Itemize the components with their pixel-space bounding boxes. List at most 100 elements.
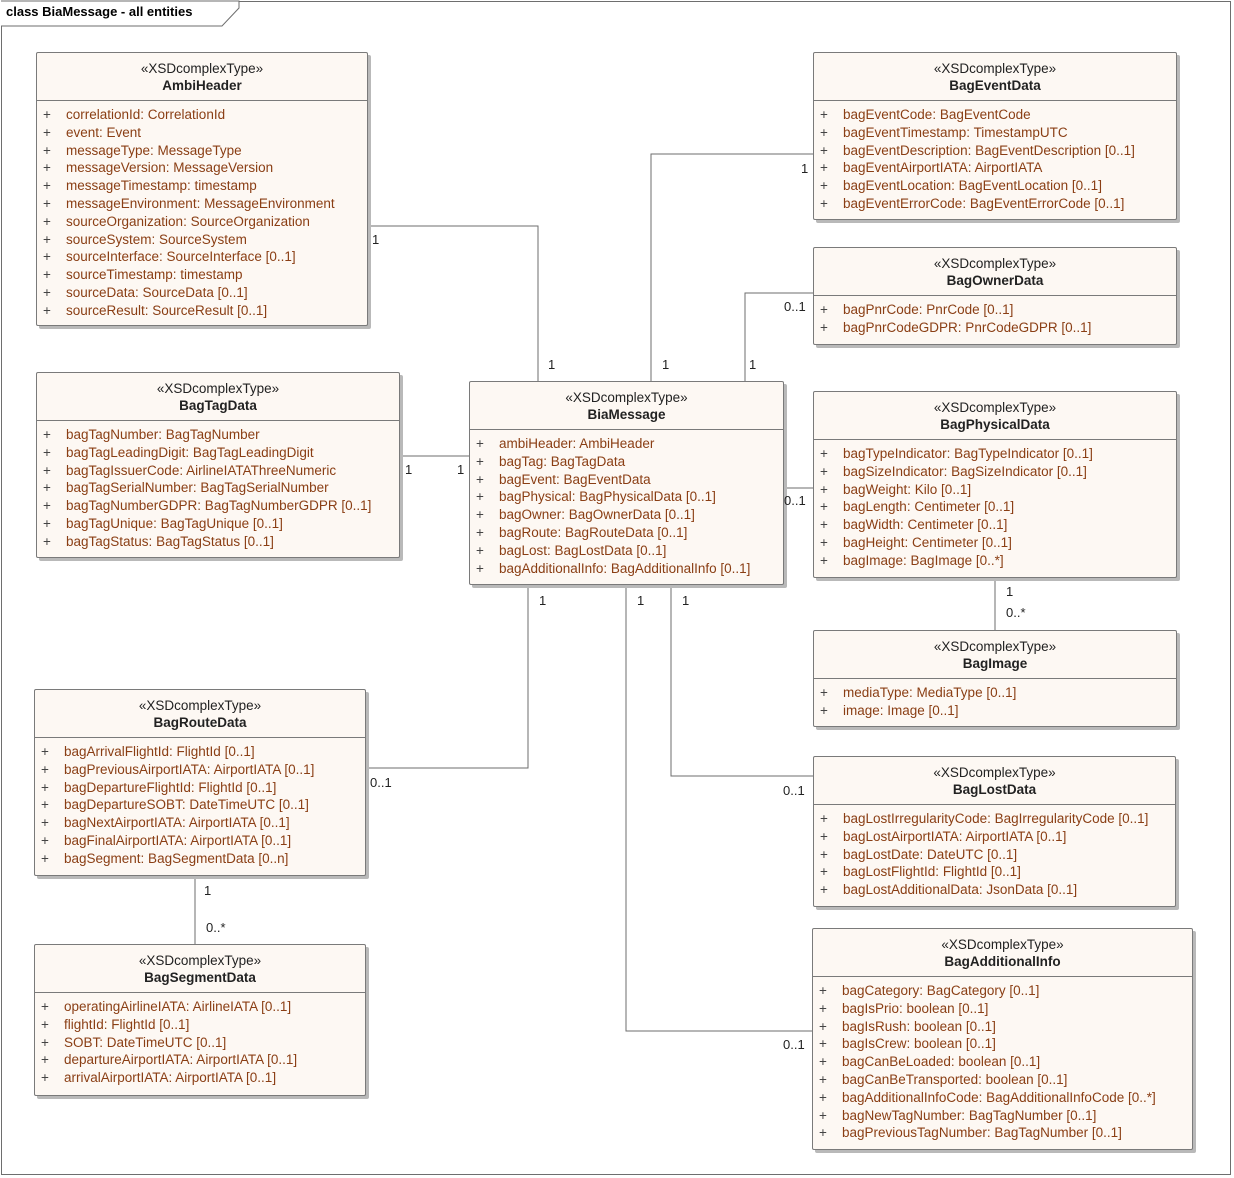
attribute-row[interactable]: +bagCanBeTransported: boolean [0..1]: [813, 1071, 1192, 1089]
attribute-row[interactable]: +bagImage: BagImage [0..*]: [814, 552, 1176, 570]
attribute-row[interactable]: +sourceData: SourceData [0..1]: [37, 284, 367, 302]
attribute-row[interactable]: +bagRoute: BagRouteData [0..1]: [470, 524, 783, 542]
attribute-row[interactable]: +ambiHeader: AmbiHeader: [470, 435, 783, 453]
attribute-row[interactable]: +bagEventTimestamp: TimestampUTC: [814, 124, 1176, 142]
attribute-row[interactable]: +departureAirportIATA: AirportIATA [0..1…: [35, 1051, 365, 1069]
attribute-row[interactable]: +bagLostFlightId: FlightId [0..1]: [814, 863, 1175, 881]
class-bagownerdata[interactable]: «XSDcomplexType» BagOwnerData +bagPnrCod…: [813, 247, 1177, 345]
attribute-row[interactable]: +bagTagSerialNumber: BagTagSerialNumber: [37, 479, 399, 497]
attribute-row[interactable]: +bagEventErrorCode: BagEventErrorCode [0…: [814, 195, 1176, 213]
attribute-row[interactable]: +bagTagUnique: BagTagUnique [0..1]: [37, 515, 399, 533]
attribute-row[interactable]: +bagIsRush: boolean [0..1]: [813, 1018, 1192, 1036]
assoc-line-bagevent[interactable]: [650, 153, 813, 381]
attribute-row[interactable]: +arrivalAirportIATA: AirportIATA [0..1]: [35, 1069, 365, 1087]
visibility-marker: +: [41, 1052, 49, 1068]
attribute-row[interactable]: +bagPreviousTagNumber: BagTagNumber [0..…: [813, 1124, 1192, 1142]
class-biamessage[interactable]: «XSDcomplexType» BiaMessage +ambiHeader:…: [469, 381, 784, 585]
attribute-row[interactable]: +bagEventAirportIATA: AirportIATA: [814, 159, 1176, 177]
attribute-row[interactable]: +sourceTimestamp: timestamp: [37, 266, 367, 284]
attribute-row[interactable]: +messageVersion: MessageVersion: [37, 159, 367, 177]
attribute-row[interactable]: +bagTagLeadingDigit: BagTagLeadingDigit: [37, 444, 399, 462]
assoc-line-ambiheader[interactable]: [368, 225, 539, 381]
attribute-row[interactable]: +bagCategory: BagCategory [0..1]: [813, 982, 1192, 1000]
attribute-row[interactable]: +bagIsPrio: boolean [0..1]: [813, 1000, 1192, 1018]
visibility-marker: +: [819, 1089, 827, 1105]
class-bagphysicaldata[interactable]: «XSDcomplexType» BagPhysicalData +bagTyp…: [813, 391, 1177, 578]
class-bagroutedata[interactable]: «XSDcomplexType» BagRouteData +bagArriva…: [34, 689, 366, 876]
attribute-row[interactable]: +bagLength: Centimeter [0..1]: [814, 498, 1176, 516]
attribute-row[interactable]: +bagLostAdditionalData: JsonData [0..1]: [814, 881, 1175, 899]
attribute-row[interactable]: +bagOwner: BagOwnerData [0..1]: [470, 506, 783, 524]
attribute-row[interactable]: +bagDepartureSOBT: DateTimeUTC [0..1]: [35, 796, 365, 814]
visibility-marker: +: [476, 542, 484, 558]
attribute-row[interactable]: +bagTagIssuerCode: AirlineIATAThreeNumer…: [37, 462, 399, 480]
attribute-row[interactable]: +bagEvent: BagEventData: [470, 471, 783, 489]
class-ambiheader[interactable]: «XSDcomplexType» AmbiHeader +correlation…: [36, 52, 368, 326]
attribute-list: +operatingAirlineIATA: AirlineIATA [0..1…: [35, 993, 365, 1087]
attribute-row[interactable]: +bagAdditionalInfo: BagAdditionalInfo [0…: [470, 560, 783, 578]
attribute-row[interactable]: +bagEventDescription: BagEventDescriptio…: [814, 142, 1176, 160]
class-bageventdata[interactable]: «XSDcomplexType» BagEventData +bagEventC…: [813, 52, 1177, 220]
visibility-marker: +: [43, 107, 51, 122]
attribute-row[interactable]: +messageType: MessageType: [37, 142, 367, 160]
attribute-row[interactable]: +bagSizeIndicator: BagSizeIndicator [0..…: [814, 463, 1176, 481]
attribute-row[interactable]: +flightId: FlightId [0..1]: [35, 1016, 365, 1034]
visibility-marker: +: [819, 1018, 827, 1034]
attribute-row[interactable]: +bagArrivalFlightId: FlightId [0..1]: [35, 743, 365, 761]
attribute-row[interactable]: +bagTagNumberGDPR: BagTagNumberGDPR [0..…: [37, 497, 399, 515]
attribute-row[interactable]: +messageEnvironment: MessageEnvironment: [37, 195, 367, 213]
class-bagtagdata[interactable]: «XSDcomplexType» BagTagData +bagTagNumbe…: [36, 372, 400, 558]
attribute-row[interactable]: +bagTagStatus: BagTagStatus [0..1]: [37, 533, 399, 551]
class-name: BagLostData: [952, 782, 1037, 797]
attribute-row[interactable]: +bagPnrCode: PnrCode [0..1]: [814, 301, 1176, 319]
attribute-row[interactable]: +image: Image [0..1]: [814, 702, 1176, 720]
class-bagsegmentdata[interactable]: «XSDcomplexType» BagSegmentData +operati…: [34, 944, 366, 1096]
class-bagadditionalinfo[interactable]: «XSDcomplexType» BagAdditionalInfo +bagC…: [812, 928, 1193, 1150]
attribute-row[interactable]: +sourceOrganization: SourceOrganization: [37, 213, 367, 231]
attribute-row[interactable]: +bagTag: BagTagData: [470, 453, 783, 471]
attribute-row[interactable]: +bagLostDate: DateUTC [0..1]: [814, 846, 1175, 864]
attribute-row[interactable]: +bagEventCode: BagEventCode: [814, 106, 1176, 124]
attribute-row[interactable]: +bagNextAirportIATA: AirportIATA [0..1]: [35, 814, 365, 832]
attribute-row[interactable]: +bagPreviousAirportIATA: AirportIATA [0.…: [35, 761, 365, 779]
attribute-row[interactable]: +bagEventLocation: BagEventLocation [0..…: [814, 177, 1176, 195]
attribute-text: bagCanBeLoaded: boolean [0..1]: [842, 1054, 1041, 1070]
attribute-row[interactable]: +bagDepartureFlightId: FlightId [0..1]: [35, 779, 365, 797]
attribute-row[interactable]: +bagFinalAirportIATA: AirportIATA [0..1]: [35, 832, 365, 850]
attribute-text: bagTag: BagTagData: [499, 453, 626, 469]
attribute-row[interactable]: +bagSegment: BagSegmentData [0..n]: [35, 850, 365, 868]
assoc-line-bagroute[interactable]: [366, 585, 529, 769]
attribute-row[interactable]: +bagPnrCodeGDPR: PnrCodeGDPR [0..1]: [814, 319, 1176, 337]
attribute-row[interactable]: +bagLostAirportIATA: AirportIATA [0..1]: [814, 828, 1175, 846]
attribute-row[interactable]: +bagWidth: Centimeter [0..1]: [814, 516, 1176, 534]
attribute-row[interactable]: +bagHeight: Centimeter [0..1]: [814, 534, 1176, 552]
attribute-text: flightId: FlightId [0..1]: [64, 1016, 190, 1032]
attribute-row[interactable]: +mediaType: MediaType [0..1]: [814, 684, 1176, 702]
attribute-text: bagLost: BagLostData [0..1]: [499, 542, 667, 558]
attribute-row[interactable]: +operatingAirlineIATA: AirlineIATA [0..1…: [35, 998, 365, 1016]
assoc-line-bagowner[interactable]: [744, 292, 813, 381]
attribute-row[interactable]: + bagLost: BagLostData [0..1]: [470, 542, 783, 560]
attribute-row[interactable]: +bagTypeIndicator: BagTypeIndicator [0..…: [814, 445, 1176, 463]
attribute-row[interactable]: +bagAdditionalInfoCode: BagAdditionalInf…: [813, 1089, 1192, 1107]
class-baglostdata[interactable]: «XSDcomplexType» BagLostData +bagLostIrr…: [813, 756, 1176, 907]
attribute-row[interactable]: +bagCanBeLoaded: boolean [0..1]: [813, 1053, 1192, 1071]
attribute-row[interactable]: +event: Event: [37, 124, 367, 142]
attribute-row[interactable]: +bagLostIrregularityCode: BagIrregularit…: [814, 810, 1175, 828]
attribute-row[interactable]: +bagIsCrew: boolean [0..1]: [813, 1035, 1192, 1053]
attribute-row[interactable]: +SOBT: DateTimeUTC [0..1]: [35, 1034, 365, 1052]
class-stereotype: «XSDcomplexType»: [933, 639, 1057, 654]
attribute-row[interactable]: +messageTimestamp: timestamp: [37, 177, 367, 195]
attribute-row[interactable]: +sourceSystem: SourceSystem: [37, 231, 367, 249]
class-bagimage[interactable]: «XSDcomplexType» BagImage +mediaType: Me…: [813, 630, 1177, 727]
attribute-row[interactable]: +sourceResult: SourceResult [0..1]: [37, 302, 367, 320]
attribute-row[interactable]: +correlationId: CorrelationId: [37, 106, 367, 124]
assoc-line-bagadditional[interactable]: [625, 585, 813, 1032]
attribute-row[interactable]: +sourceInterface: SourceInterface [0..1]: [37, 248, 367, 266]
attribute-row[interactable]: +bagTagNumber: BagTagNumber: [37, 426, 399, 444]
attribute-row[interactable]: +bagNewTagNumber: BagTagNumber [0..1]: [813, 1107, 1192, 1125]
assoc-line-baglost[interactable]: [670, 585, 813, 777]
attribute-row[interactable]: +bagPhysical: BagPhysicalData [0..1]: [470, 488, 783, 506]
attribute-row[interactable]: +bagWeight: Kilo [0..1]: [814, 481, 1176, 499]
